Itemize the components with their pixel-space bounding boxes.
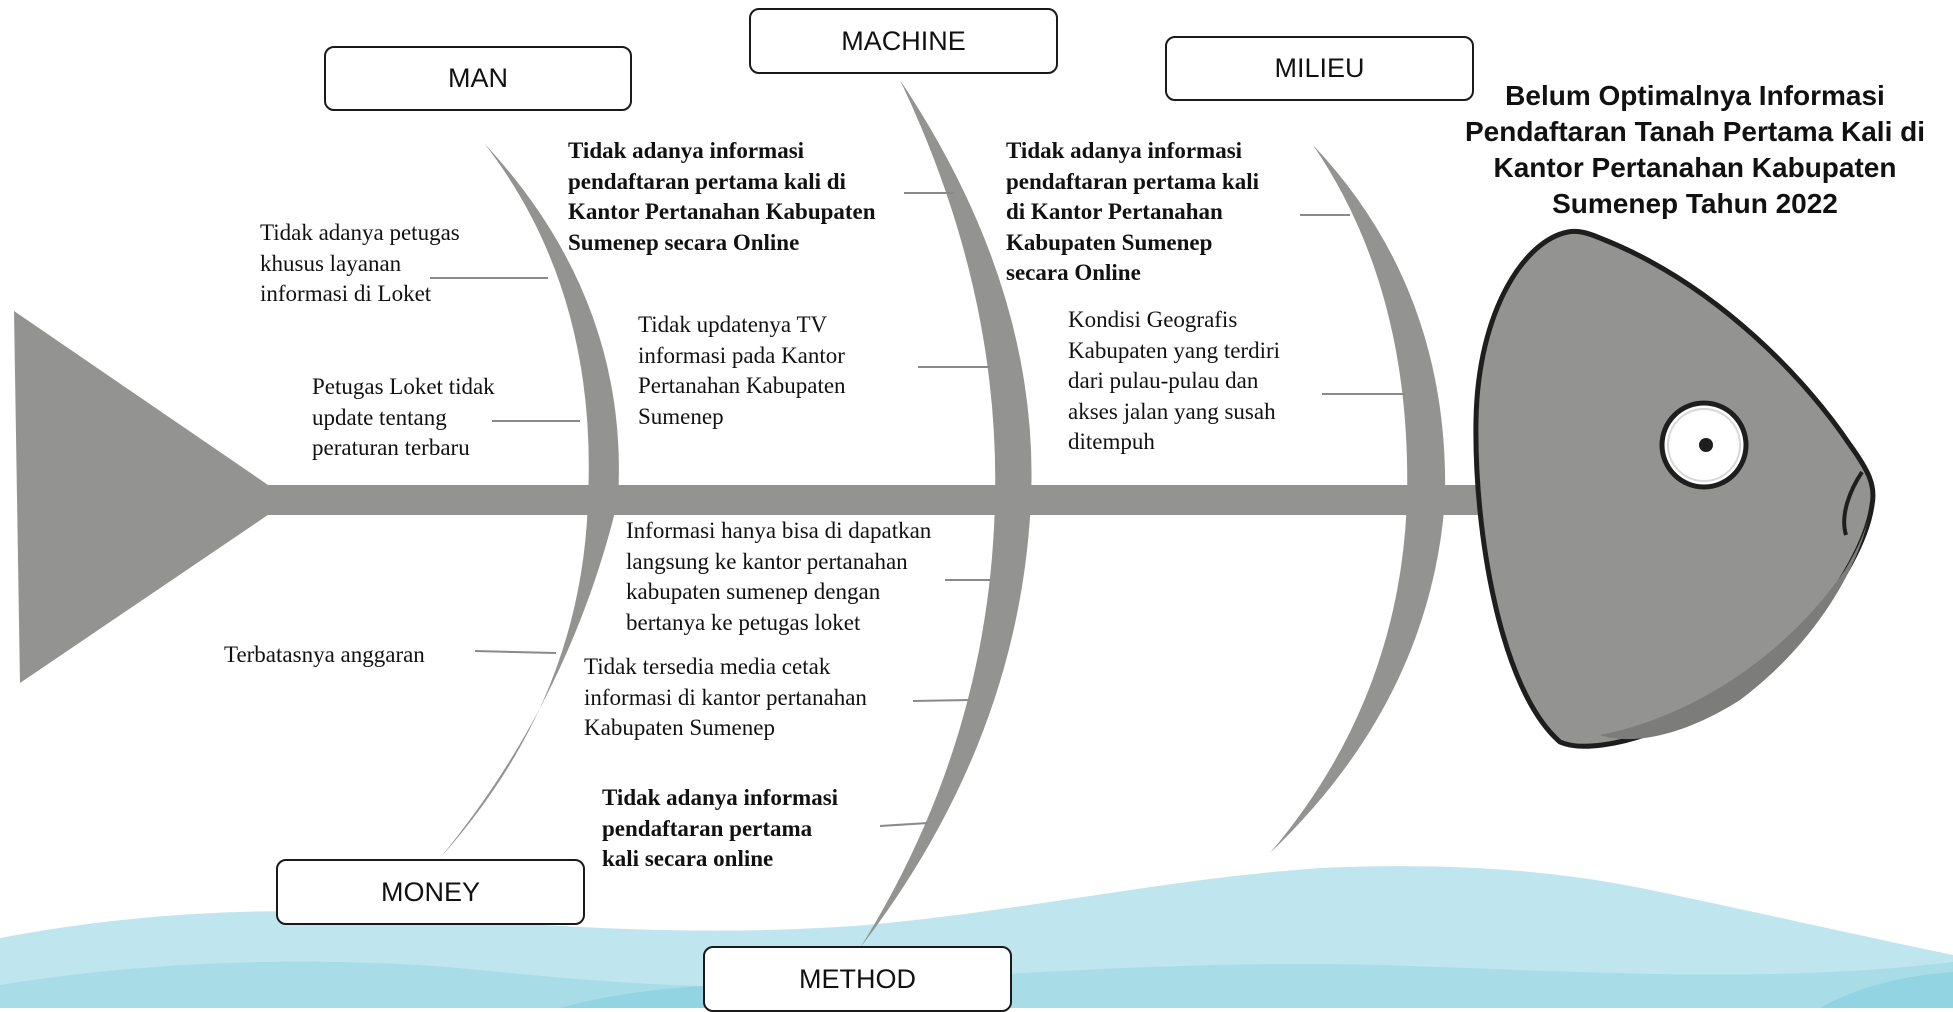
connector-method-2 xyxy=(912,699,971,702)
wave-dark-right xyxy=(1820,972,1953,1008)
category-machine: MACHINE xyxy=(749,8,1058,74)
fish-head-shade xyxy=(1600,510,1870,740)
category-man: MAN xyxy=(324,46,632,111)
connector-method-3 xyxy=(879,822,929,827)
connector-money-1 xyxy=(474,650,557,654)
fish-spine xyxy=(255,485,1495,515)
fish-head xyxy=(1473,228,1876,749)
cause-connectors xyxy=(430,192,1405,827)
cause-money-1: Terbatasnya anggaran xyxy=(224,642,425,667)
wave-background xyxy=(0,866,1953,1008)
fish-head-shape xyxy=(1473,228,1876,749)
category-method: METHOD xyxy=(703,946,1012,1012)
rib-man xyxy=(440,143,619,858)
effect-title: Belum Optimalnya Informasi Pendaftaran T… xyxy=(1464,80,1926,219)
fish-pupil xyxy=(1699,438,1713,452)
category-milieu: MILIEU xyxy=(1165,36,1474,101)
fish-mouth xyxy=(1842,470,1864,536)
rib-machine xyxy=(860,80,1032,948)
category-money: MONEY xyxy=(276,859,585,925)
fish-tail xyxy=(14,311,290,683)
rib-milieu xyxy=(1270,145,1446,853)
